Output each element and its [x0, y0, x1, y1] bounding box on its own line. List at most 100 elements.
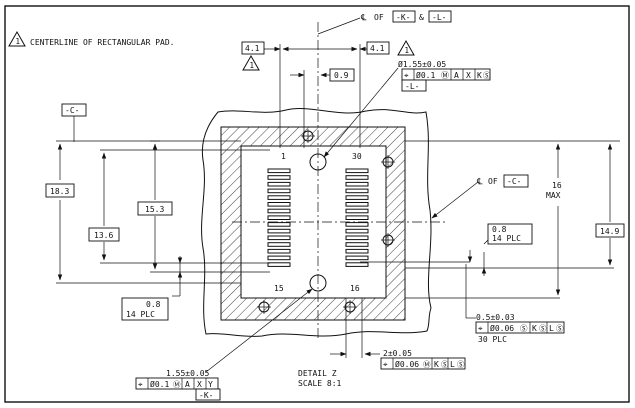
datum-k-top: -K-: [396, 13, 410, 22]
svg-text:Ⓜ: Ⓜ: [441, 71, 449, 80]
fcf-hole-bottom: ⌖ Ø0.1 Ⓜ A X Y -K-: [135, 377, 221, 401]
cl-of-top: OF: [374, 13, 384, 22]
flag-under-left: 1: [242, 54, 260, 71]
pad: [267, 255, 291, 261]
pad: [345, 202, 369, 207]
svg-text:Ⓜ: Ⓜ: [173, 380, 181, 389]
pad-column-left: [267, 168, 291, 267]
pad: [345, 242, 369, 247]
note-flag-triangle: 1: [8, 30, 26, 47]
target-marks: [257, 129, 395, 314]
svg-text:-K-: -K-: [199, 391, 213, 400]
dim-15-3: 15.3: [145, 205, 164, 214]
note-text: CENTERLINE OF RECTANGULAR PAD.: [30, 38, 175, 47]
flag-right: 1: [397, 39, 415, 56]
datum-c-left: -C-: [65, 106, 79, 115]
plc-14-right: 14 PLC: [492, 234, 521, 243]
cl-symbol-top: ℄: [360, 13, 367, 23]
slot-plc: 30 PLC: [478, 335, 507, 344]
pad: [267, 195, 291, 200]
cl-c-datum: -C-: [507, 177, 521, 186]
pin-15: 15: [274, 284, 284, 293]
pad: [345, 175, 369, 180]
svg-text:⌖: ⌖: [404, 71, 409, 80]
pad: [345, 248, 369, 254]
svg-text:⌖: ⌖: [383, 360, 388, 369]
svg-text:Ⓢ: Ⓢ: [441, 360, 449, 369]
target-mark: [301, 129, 315, 143]
target-mark: [257, 300, 271, 314]
pad: [267, 222, 291, 227]
dim-0-8-left: 0.8: [146, 300, 161, 309]
svg-text:⌖: ⌖: [478, 324, 483, 333]
pad: [345, 215, 369, 220]
pad: [345, 181, 369, 187]
pad: [267, 181, 291, 187]
svg-text:⌖: ⌖: [138, 380, 143, 389]
pin-1: 1: [281, 152, 286, 161]
fcf-pitch: ⌖ Ø0.06 Ⓜ K Ⓢ L Ⓢ: [380, 357, 466, 370]
dim-0-8-right: 0.8: [492, 225, 507, 234]
pitch-dim: 2±0.05: [383, 349, 412, 358]
drawing-border: [4, 5, 630, 403]
pad: [345, 262, 369, 267]
svg-text:X: X: [466, 71, 471, 80]
break-outline: [201, 107, 432, 337]
pad: [267, 215, 291, 220]
pad: [267, 175, 291, 180]
svg-text:X: X: [197, 380, 202, 389]
pad: [267, 235, 291, 241]
svg-text:Ⓢ: Ⓢ: [457, 360, 465, 369]
dim-4-1-right: 4.1: [370, 44, 385, 53]
svg-text:Ø0.1: Ø0.1: [416, 70, 435, 80]
datum-l-top: -L-: [432, 13, 446, 22]
cl-c-of: OF: [488, 177, 498, 186]
svg-text:1: 1: [405, 46, 410, 55]
dim-13-6: 13.6: [94, 231, 113, 240]
detail-scale: SCALE 8:1: [298, 379, 342, 388]
svg-text:A: A: [185, 380, 190, 389]
pad: [345, 235, 369, 241]
svg-text:Ø0.1: Ø0.1: [150, 379, 169, 389]
dim-16: 16: [552, 181, 562, 190]
svg-text:Ⓢ: Ⓢ: [556, 324, 564, 333]
svg-text:A: A: [454, 71, 459, 80]
pad: [267, 168, 291, 174]
target-mark: [381, 155, 395, 169]
pad: [267, 228, 291, 234]
fcf-slot: ⌖ Ø0.06 Ⓢ K Ⓢ L Ⓢ: [475, 321, 565, 334]
svg-text:Y: Y: [208, 380, 213, 389]
pad: [345, 228, 369, 234]
target-mark: [381, 233, 395, 247]
svg-text:L: L: [549, 324, 554, 333]
pad-column-right: [345, 168, 369, 267]
svg-text:Ⓢ: Ⓢ: [520, 324, 528, 333]
svg-text:Ⓜ: Ⓜ: [423, 360, 431, 369]
note-flag-number: 1: [16, 37, 21, 46]
pad: [267, 202, 291, 207]
svg-text:Ⓢ: Ⓢ: [483, 71, 491, 80]
pad: [267, 262, 291, 267]
hole-top-dia: Ø1.55±0.05: [398, 59, 446, 69]
svg-text:K: K: [532, 324, 537, 333]
pad: [345, 222, 369, 227]
pad: [345, 195, 369, 200]
pin-30: 30: [352, 152, 362, 161]
pad: [345, 255, 369, 261]
fcf-hole-top: ⌖ Ø0.1 Ⓜ A X K Ⓢ -L-: [401, 68, 491, 92]
svg-text:Ø0.06: Ø0.06: [395, 359, 419, 369]
pad: [267, 248, 291, 254]
pad: [267, 188, 291, 194]
amp-top: &: [419, 13, 424, 22]
svg-text:L: L: [450, 360, 455, 369]
dim-4-1-left: 4.1: [245, 44, 260, 53]
svg-text:Ø0.06: Ø0.06: [490, 323, 514, 333]
dim-14-9: 14.9: [600, 227, 619, 236]
pad: [345, 208, 369, 214]
svg-text:Ⓢ: Ⓢ: [539, 324, 547, 333]
hole-bottom-dia: 1.55±0.05: [166, 369, 210, 378]
svg-text:1: 1: [250, 61, 255, 70]
dim-0-9: 0.9: [334, 71, 349, 80]
pad: [345, 168, 369, 174]
target-mark: [343, 300, 357, 314]
